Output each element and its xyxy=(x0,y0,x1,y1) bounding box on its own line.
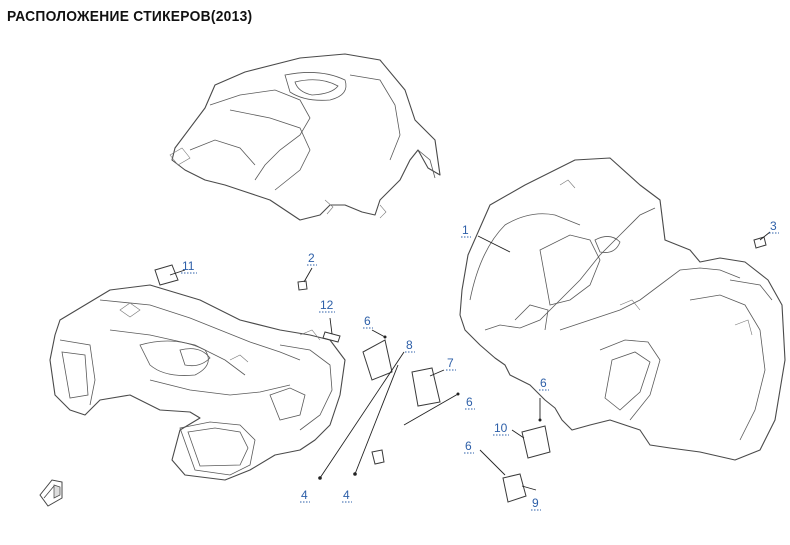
callout-12-text: 12 xyxy=(320,298,334,312)
callout-1: 1 xyxy=(461,223,471,238)
leader-lines xyxy=(169,231,771,491)
sticker-2 xyxy=(297,280,308,291)
page-title: РАСПОЛОЖЕНИЕ СТИКЕРОВ(2013) xyxy=(7,8,253,25)
callout-2: 2 xyxy=(307,251,317,266)
callout-6b-text: 6 xyxy=(466,395,473,409)
callout-6-a: 6 xyxy=(363,314,373,329)
sticker-4a xyxy=(371,449,385,465)
sticker-7 xyxy=(411,367,441,407)
sticker-9 xyxy=(502,473,527,503)
sticker-3 xyxy=(753,236,767,249)
callout-6a-text: 6 xyxy=(364,314,371,328)
callout-4-right: 4 xyxy=(342,488,352,503)
callout-11: 11 xyxy=(181,259,197,274)
callout-6-d: 6 xyxy=(464,439,474,454)
callout-10-text: 10 xyxy=(494,421,508,435)
callout-6d-text: 6 xyxy=(465,439,472,453)
callout-11-text: 11 xyxy=(182,259,195,273)
front-direction-icon xyxy=(39,479,63,507)
callout-6c-text: 6 xyxy=(540,376,547,390)
rear-fender xyxy=(459,157,786,461)
front-fender-assembly xyxy=(49,284,346,481)
sticker-10 xyxy=(521,425,551,459)
callout-12: 12 xyxy=(319,298,335,313)
callout-4b-text: 4 xyxy=(343,488,350,502)
callout-1-text: 1 xyxy=(462,223,469,237)
callout-8-text: 8 xyxy=(406,338,413,352)
callout-6-b: 6 xyxy=(465,395,475,410)
sticker-8 xyxy=(362,339,393,381)
callout-9-text: 9 xyxy=(532,496,539,510)
callout-7-text: 7 xyxy=(447,356,454,370)
callout-2-text: 2 xyxy=(308,251,315,265)
sticker-shapes xyxy=(154,236,767,503)
callout-4-left: 4 xyxy=(300,488,310,503)
upper-body-panel xyxy=(169,53,441,221)
callout-4a-text: 4 xyxy=(301,488,308,502)
callout-9: 9 xyxy=(531,496,541,511)
callout-10: 10 xyxy=(493,421,509,436)
sticker-12 xyxy=(322,331,341,343)
callout-6-c: 6 xyxy=(539,376,549,391)
callout-7: 7 xyxy=(446,356,456,371)
callout-3: 3 xyxy=(769,219,779,234)
callout-3-text: 3 xyxy=(770,219,777,233)
callout-labels: 1 2 3 4 4 6 6 6 xyxy=(181,219,779,511)
sticker-11 xyxy=(154,264,179,286)
callout-8: 8 xyxy=(405,338,415,353)
